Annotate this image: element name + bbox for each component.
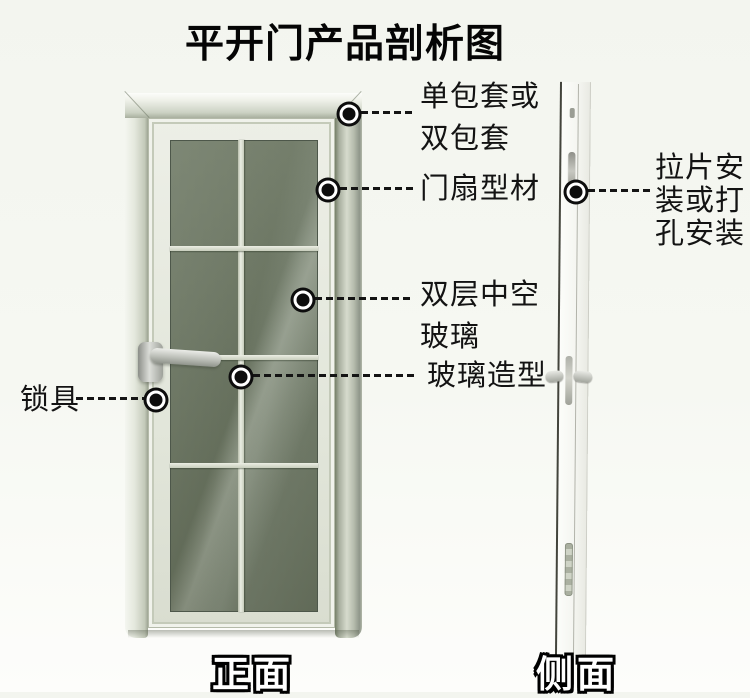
glass-muntin-horizontal	[170, 246, 318, 251]
glass-muntin-horizontal	[170, 355, 318, 360]
front-door-view	[124, 90, 362, 638]
caption-side-view: 侧面	[536, 654, 618, 695]
callout-line-pull	[588, 189, 650, 192]
callout-marker-pull-icon	[566, 182, 586, 202]
side-handle-plate	[565, 355, 573, 405]
callout-label-grid: 玻璃造型	[427, 360, 548, 392]
callout-marker-glass-icon	[293, 290, 313, 310]
callout-marker-grid-icon	[231, 367, 251, 387]
callout-line-glass	[315, 297, 414, 300]
callout-line-grid	[253, 374, 418, 377]
callout-marker-wrap-icon	[339, 104, 359, 124]
callout-label-wrap: 单包套或 双包套	[420, 81, 541, 155]
callout-label-glass: 双层中空 玻璃	[420, 279, 541, 353]
callout-marker-lock-icon	[146, 390, 166, 410]
diagram-title: 平开门产品剖析图	[184, 23, 505, 66]
callout-line-lock	[76, 397, 146, 400]
side-door-view	[543, 81, 604, 660]
callout-label-sash: 门扇型材	[420, 173, 541, 205]
door-casing-top	[125, 93, 362, 118]
side-handle-lever-right	[572, 370, 593, 384]
door-casing-left	[125, 93, 148, 638]
callout-label-pull: 拉片安 装或打 孔安装	[655, 152, 746, 250]
callout-line-sash	[340, 187, 414, 190]
door-casing-right	[335, 93, 362, 638]
callout-marker-sash-icon	[318, 180, 338, 200]
side-hinge-strip	[564, 542, 573, 596]
glass-muntin-horizontal	[170, 463, 318, 468]
callout-line-wrap	[361, 111, 414, 114]
side-screw	[569, 107, 575, 118]
callout-label-lock: 锁具	[20, 384, 81, 416]
caption-front-view: 正面	[212, 654, 294, 695]
door-bottom-shadow	[128, 630, 359, 638]
